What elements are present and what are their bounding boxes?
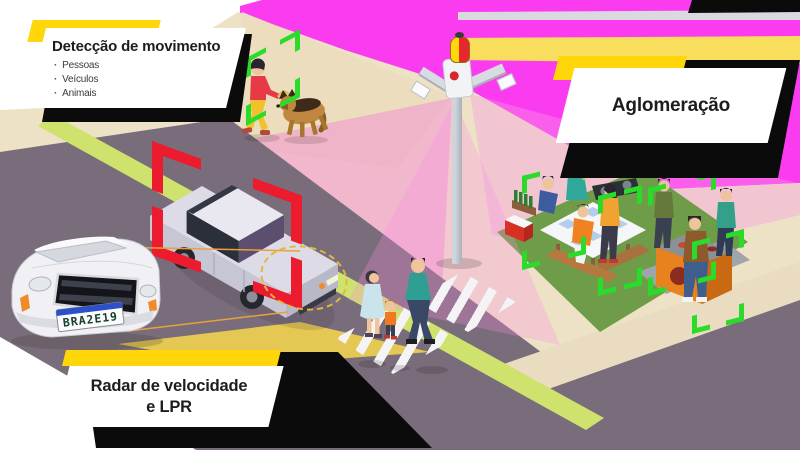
man (405, 258, 435, 344)
person-seated-orange (572, 204, 594, 264)
motion-item-animais: Animais (54, 87, 236, 101)
camera-lens-dot (449, 70, 460, 81)
license-plate-text: BRA2E19 (62, 309, 119, 330)
alert-beacon-icon (450, 36, 470, 63)
pedestrian-with-dog (242, 58, 329, 144)
bench-front (546, 249, 618, 282)
crowding-label: Aglomeração (565, 68, 777, 143)
camera-head (441, 56, 475, 100)
bracket-corner (522, 171, 540, 194)
walker-dog (276, 89, 329, 137)
bracket-corner (692, 237, 710, 260)
person-standing-teal-right (716, 188, 736, 256)
street-gathering (505, 160, 750, 304)
bracket-corner (648, 183, 666, 206)
beacon-cap (455, 32, 464, 38)
radar-label: Radar de velocidade e LPR (62, 366, 276, 427)
bracket-corner (624, 185, 642, 208)
radar-label-line1: Radar de velocidade (90, 376, 248, 395)
motion-item-pessoas: Pessoas (54, 59, 236, 73)
family-on-crosswalk (358, 258, 448, 374)
bottle-crate (512, 190, 536, 216)
crowding-label-title: Aglomeração (611, 94, 731, 116)
motion-label-title: Detecção de movimento (52, 38, 221, 55)
person-grill-brown-jacket (682, 216, 709, 302)
radar-label-accent (62, 350, 281, 366)
picnic-table-top (540, 202, 646, 258)
license-plate: BRA2E19 (55, 301, 125, 333)
bench-right (596, 244, 650, 271)
radar-label-line2: e LPR (146, 397, 192, 416)
detection-bracket-crowd-4 (692, 229, 744, 334)
child (384, 300, 397, 340)
bracket-corner (598, 191, 616, 214)
lpr-closeup-car: BRA2E19 (11, 236, 163, 350)
walker-person (242, 58, 280, 135)
person-seated-navy (538, 176, 558, 214)
woman (360, 270, 385, 338)
cooler (505, 215, 533, 242)
person-standing-orange-woman (598, 184, 620, 263)
detection-bracket-crowd-2 (598, 185, 642, 296)
camera-pole (452, 98, 462, 264)
person-standing-olive (654, 178, 674, 248)
motion-label: Detecção de movimento Pessoas Veículos A… (36, 28, 236, 108)
bracket-corner (726, 229, 744, 252)
motion-item-veiculos: Veículos (54, 73, 236, 87)
